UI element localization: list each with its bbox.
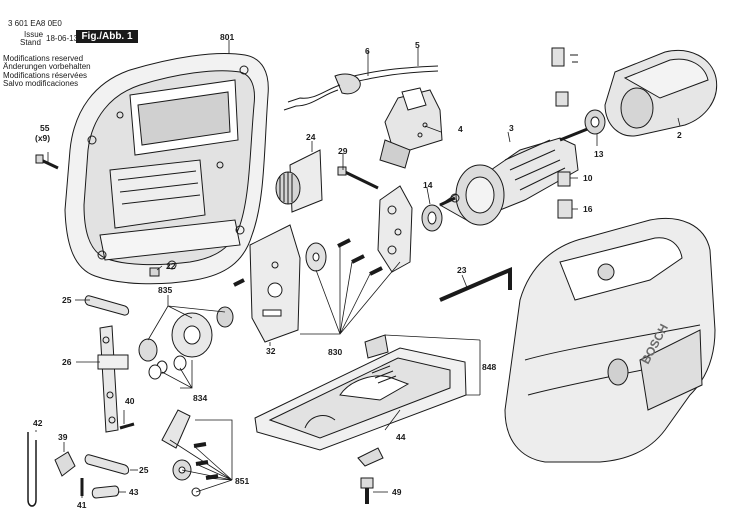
note-en: Modifications reserved [3, 54, 84, 63]
part-label-25a: 25 [62, 295, 72, 305]
part-label-10: 10 [583, 173, 593, 183]
document-number: 3 601 EA8 0E0 [8, 19, 62, 28]
housing-shell-drawing [64, 53, 269, 285]
part-label-32: 32 [266, 346, 276, 356]
note-fr: Modifications réservées [3, 70, 88, 80]
part-label-16: 16 [583, 204, 593, 214]
plate-32-drawing [249, 224, 301, 343]
part-label-29: 29 [338, 146, 348, 156]
retainers-834-drawing [148, 364, 162, 380]
bracket-drawing [377, 185, 413, 273]
part-label-3: 3 [509, 123, 514, 133]
part-label-801: 801 [220, 32, 234, 42]
note-de: Änderungen vorbehalten [3, 62, 91, 72]
hex-key-23-drawing [439, 267, 512, 302]
roller-25b-drawing [84, 454, 130, 475]
part-label-2: 2 [677, 130, 682, 140]
stand-label: Stand [20, 38, 41, 47]
tool-body-drawing [504, 217, 716, 463]
part-label-848: 848 [482, 362, 496, 372]
base-plate-44-drawing [254, 334, 467, 451]
part-label-39: 39 [58, 432, 68, 442]
part-label-851: 851 [235, 476, 249, 486]
part-number-labels: 801 6 5 55 (x9) 24 29 4 3 13 2 14 10 16 … [33, 32, 682, 510]
switch-4-drawing [379, 87, 443, 169]
part-label-26: 26 [62, 357, 72, 367]
part-label-41: 41 [77, 500, 87, 510]
part-label-22: 22 [166, 261, 176, 271]
part-label-6: 6 [365, 46, 370, 56]
speed-wheel-24-drawing [275, 149, 323, 213]
part-label-43: 43 [129, 487, 139, 497]
spring-wire-42-drawing [27, 432, 37, 507]
screw-29-drawing [337, 166, 379, 190]
figure-tab: Fig./Abb. 1 [76, 30, 138, 43]
screw-40-drawing [119, 422, 135, 430]
part-label-25b: 25 [139, 465, 149, 475]
part-label-40: 40 [125, 396, 135, 406]
cable-6-drawing [283, 65, 439, 111]
pins-830-drawing [233, 238, 383, 287]
part-label-5: 5 [415, 40, 420, 50]
part-label-13: 13 [594, 149, 604, 159]
bolt-22-drawing [149, 267, 160, 277]
screw-55-drawing [35, 154, 59, 170]
part-label-4: 4 [458, 124, 463, 134]
part-label-55: 55 [40, 123, 50, 133]
field-2-drawing [604, 50, 718, 137]
part-label-14: 14 [423, 180, 433, 190]
gear-set-835-drawing [138, 306, 234, 374]
part-label-830: 830 [328, 347, 342, 357]
part-label-42: 42 [33, 418, 43, 428]
issue-label: Issue [24, 30, 44, 39]
pad-43-drawing [91, 485, 120, 499]
part-label-834: 834 [193, 393, 207, 403]
part-label-24: 24 [306, 132, 316, 142]
issue-date: 18-06-13 [46, 34, 79, 43]
part-label-49: 49 [392, 487, 402, 497]
screw-49-drawing [357, 447, 384, 504]
plunger-26-drawing [97, 325, 129, 433]
holder-39-drawing [54, 451, 84, 496]
roller-25-drawing [84, 295, 130, 316]
leader-lines [35, 40, 681, 498]
bearing-13-drawing [584, 109, 606, 135]
note-es: Salvo modificaciones [3, 78, 79, 88]
part-label-55-qty: (x9) [35, 133, 50, 143]
part-label-23: 23 [457, 265, 467, 275]
armature-3-drawing [439, 126, 591, 226]
modification-notes: Modifications reserved Änderungen vorbeh… [3, 54, 91, 88]
bearing-14-drawing [421, 204, 443, 232]
part-label-835: 835 [158, 285, 172, 295]
part-label-44: 44 [396, 432, 406, 442]
